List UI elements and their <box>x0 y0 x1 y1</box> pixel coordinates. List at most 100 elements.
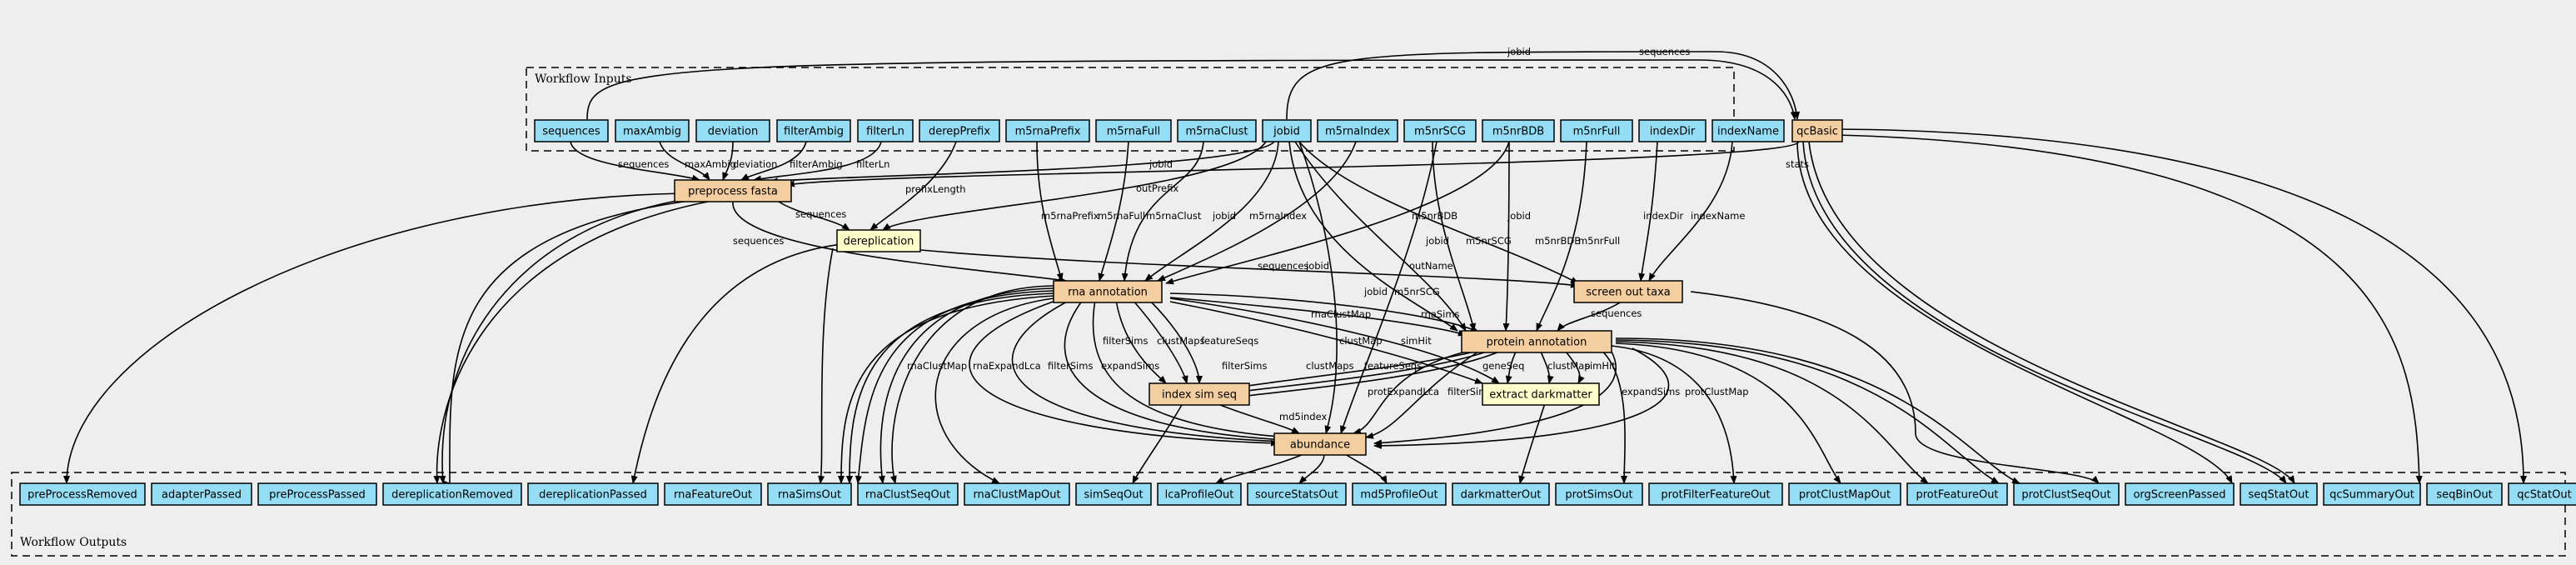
edge-to-dereplicationpassed <box>818 248 834 484</box>
edge-m5nrscg-abundance <box>1340 141 1437 434</box>
edge-to-rnafeatureout2 <box>846 292 1054 484</box>
node-box <box>527 482 659 506</box>
node-out-seqbinout: seqBinOut <box>2426 482 2503 506</box>
node-in-m5nrscg: m5nrSCG <box>1403 119 1477 142</box>
edge-label: m5rnaIndex <box>1249 210 1307 222</box>
edge-label: m5rnaFull <box>1098 210 1145 222</box>
node-label: m5nrBDB <box>1492 126 1544 138</box>
edge-label: m5nrFull <box>1578 235 1620 247</box>
edge-label: md5index <box>1279 411 1327 422</box>
node-label: rnaClustMapOut <box>973 489 1060 502</box>
edge-label: simHit <box>1585 360 1616 372</box>
node-box <box>674 179 792 202</box>
edge-jobid-abundance <box>1298 141 1338 434</box>
edge-protein-darkmatter-simhit <box>1565 351 1585 384</box>
edge-indexdir-screen <box>1638 141 1658 282</box>
edge-to-protfeatureout <box>1615 341 1929 484</box>
node-box <box>2240 482 2318 506</box>
node-label: m5rnaPrefix <box>1015 126 1081 138</box>
node-label: md5ProfileOut <box>1360 489 1437 502</box>
node-label: protFilterFeatureOut <box>1661 489 1770 502</box>
edge-m5nrbdb-rna <box>1165 141 1510 285</box>
edge-to-rnasimsout <box>855 290 1054 484</box>
node-label: m5nrSCG <box>1414 126 1466 138</box>
edge-protein-indexsim-featureseqs <box>1240 351 1500 399</box>
node-in-m5rnaindex: m5rnaIndex <box>1317 119 1398 142</box>
node-box <box>1095 119 1172 142</box>
node-box <box>2125 482 2235 506</box>
node-in-derepprefix: derepPrefix <box>919 119 1000 142</box>
node-label: dereplicationPassed <box>539 489 647 502</box>
edge-rna-darkmatter-clustmap <box>1169 301 1483 384</box>
node-box <box>2426 482 2503 506</box>
node-box <box>2323 482 2421 506</box>
edge-dereplication-screen <box>903 248 1579 288</box>
edge-derepprefix-dereplication <box>869 141 957 231</box>
node-label: filterAmbig <box>784 126 844 138</box>
node-rna: rna annotation <box>1053 280 1163 303</box>
node-in-jobid: jobid <box>1262 119 1312 142</box>
node-indexsim: index sim seq <box>1148 382 1250 406</box>
node-label: filterLn <box>866 126 904 138</box>
edge-maxambig-preprocess <box>659 141 710 181</box>
edge-to-lcaprofileout <box>1215 453 1304 484</box>
node-label: rna annotation <box>1068 287 1148 299</box>
edge-to-qcsummaryout2 <box>1808 141 2295 484</box>
node-label: m5rnaIndex <box>1325 126 1390 138</box>
node-out-rnaclustseqout: rnaClustSeqOut <box>857 482 959 506</box>
node-in-indexdir: indexDir <box>1638 119 1707 142</box>
edge-to-adapterpassed <box>446 199 696 484</box>
edge-label: rnaSims <box>1421 308 1460 320</box>
node-label: extract darkmatter <box>1489 389 1592 402</box>
edge-label: m5rnaClust <box>1146 210 1202 222</box>
node-box <box>857 482 959 506</box>
node-box <box>1648 482 1783 506</box>
edge-m5nrbdb-protein <box>1502 141 1510 332</box>
edge-m5rnaprefix-rna <box>1036 141 1064 282</box>
edge-label: indexName <box>1691 210 1745 222</box>
edge-label: m5nrBDB <box>1535 235 1581 247</box>
node-box <box>767 482 852 506</box>
node-in-m5nrfull: m5nrFull <box>1560 119 1633 142</box>
node-label: rnaClustSeqOut <box>865 489 950 502</box>
edge-label: rnaClustMap <box>1311 308 1371 320</box>
edge-filterambig-preprocess <box>740 141 807 181</box>
edge-to-rnaclustseqout <box>878 288 1054 484</box>
edge-to-seqstatout <box>1796 141 2233 484</box>
edge-label: sequences <box>1639 46 1690 58</box>
node-box <box>1482 119 1555 142</box>
edge-m5rnaclust-rna <box>1121 141 1204 282</box>
node-out-qcstatout: qcStatOut <box>2508 482 2576 506</box>
edge-label: outPrefix <box>1136 182 1178 194</box>
node-out-protclustmapout: protClustMapOut <box>1788 482 1901 506</box>
edge-label: geneSeq <box>1482 360 1524 372</box>
edge-label: stats <box>1786 158 1809 170</box>
node-label: m5nrFull <box>1573 126 1621 138</box>
edge-jobid-qcbasic <box>1286 51 1801 120</box>
edge-label: jobid <box>1507 46 1531 58</box>
node-label: orgScreenPassed <box>2133 489 2225 502</box>
node-label: dereplication <box>844 236 914 248</box>
node-label: maxAmbig <box>623 126 681 138</box>
node-label: abundance <box>1290 439 1350 452</box>
edge-label: sequences <box>795 208 846 220</box>
node-box <box>1177 119 1257 142</box>
node-label: preprocess fasta <box>688 186 778 198</box>
edge-label: clustMap <box>1547 360 1591 372</box>
edge-protein-abundance-filtersims <box>1365 351 1479 439</box>
edge-m5nrfull-protein <box>1536 141 1587 332</box>
edge-label: deviation <box>733 158 777 170</box>
edge-label: outName <box>1409 260 1453 272</box>
node-label: screen out taxa <box>1586 287 1671 299</box>
node-out-darkmatterout: darkmatterOut <box>1452 482 1550 506</box>
node-box <box>19 482 146 506</box>
node-out-rnaclustmapout: rnaClustMapOut <box>964 482 1070 506</box>
edge-label: filterSims <box>1048 360 1093 372</box>
node-box <box>534 119 609 142</box>
node-out-protfilterfeatureout: protFilterFeatureOut <box>1648 482 1783 506</box>
edge-label: featureSeqs <box>1364 360 1422 372</box>
node-box <box>2508 482 2576 506</box>
edge-to-rnafeatureout <box>838 295 1054 484</box>
edge-jobid-protein <box>1294 141 1467 332</box>
edge-label: filterLn <box>856 158 889 170</box>
